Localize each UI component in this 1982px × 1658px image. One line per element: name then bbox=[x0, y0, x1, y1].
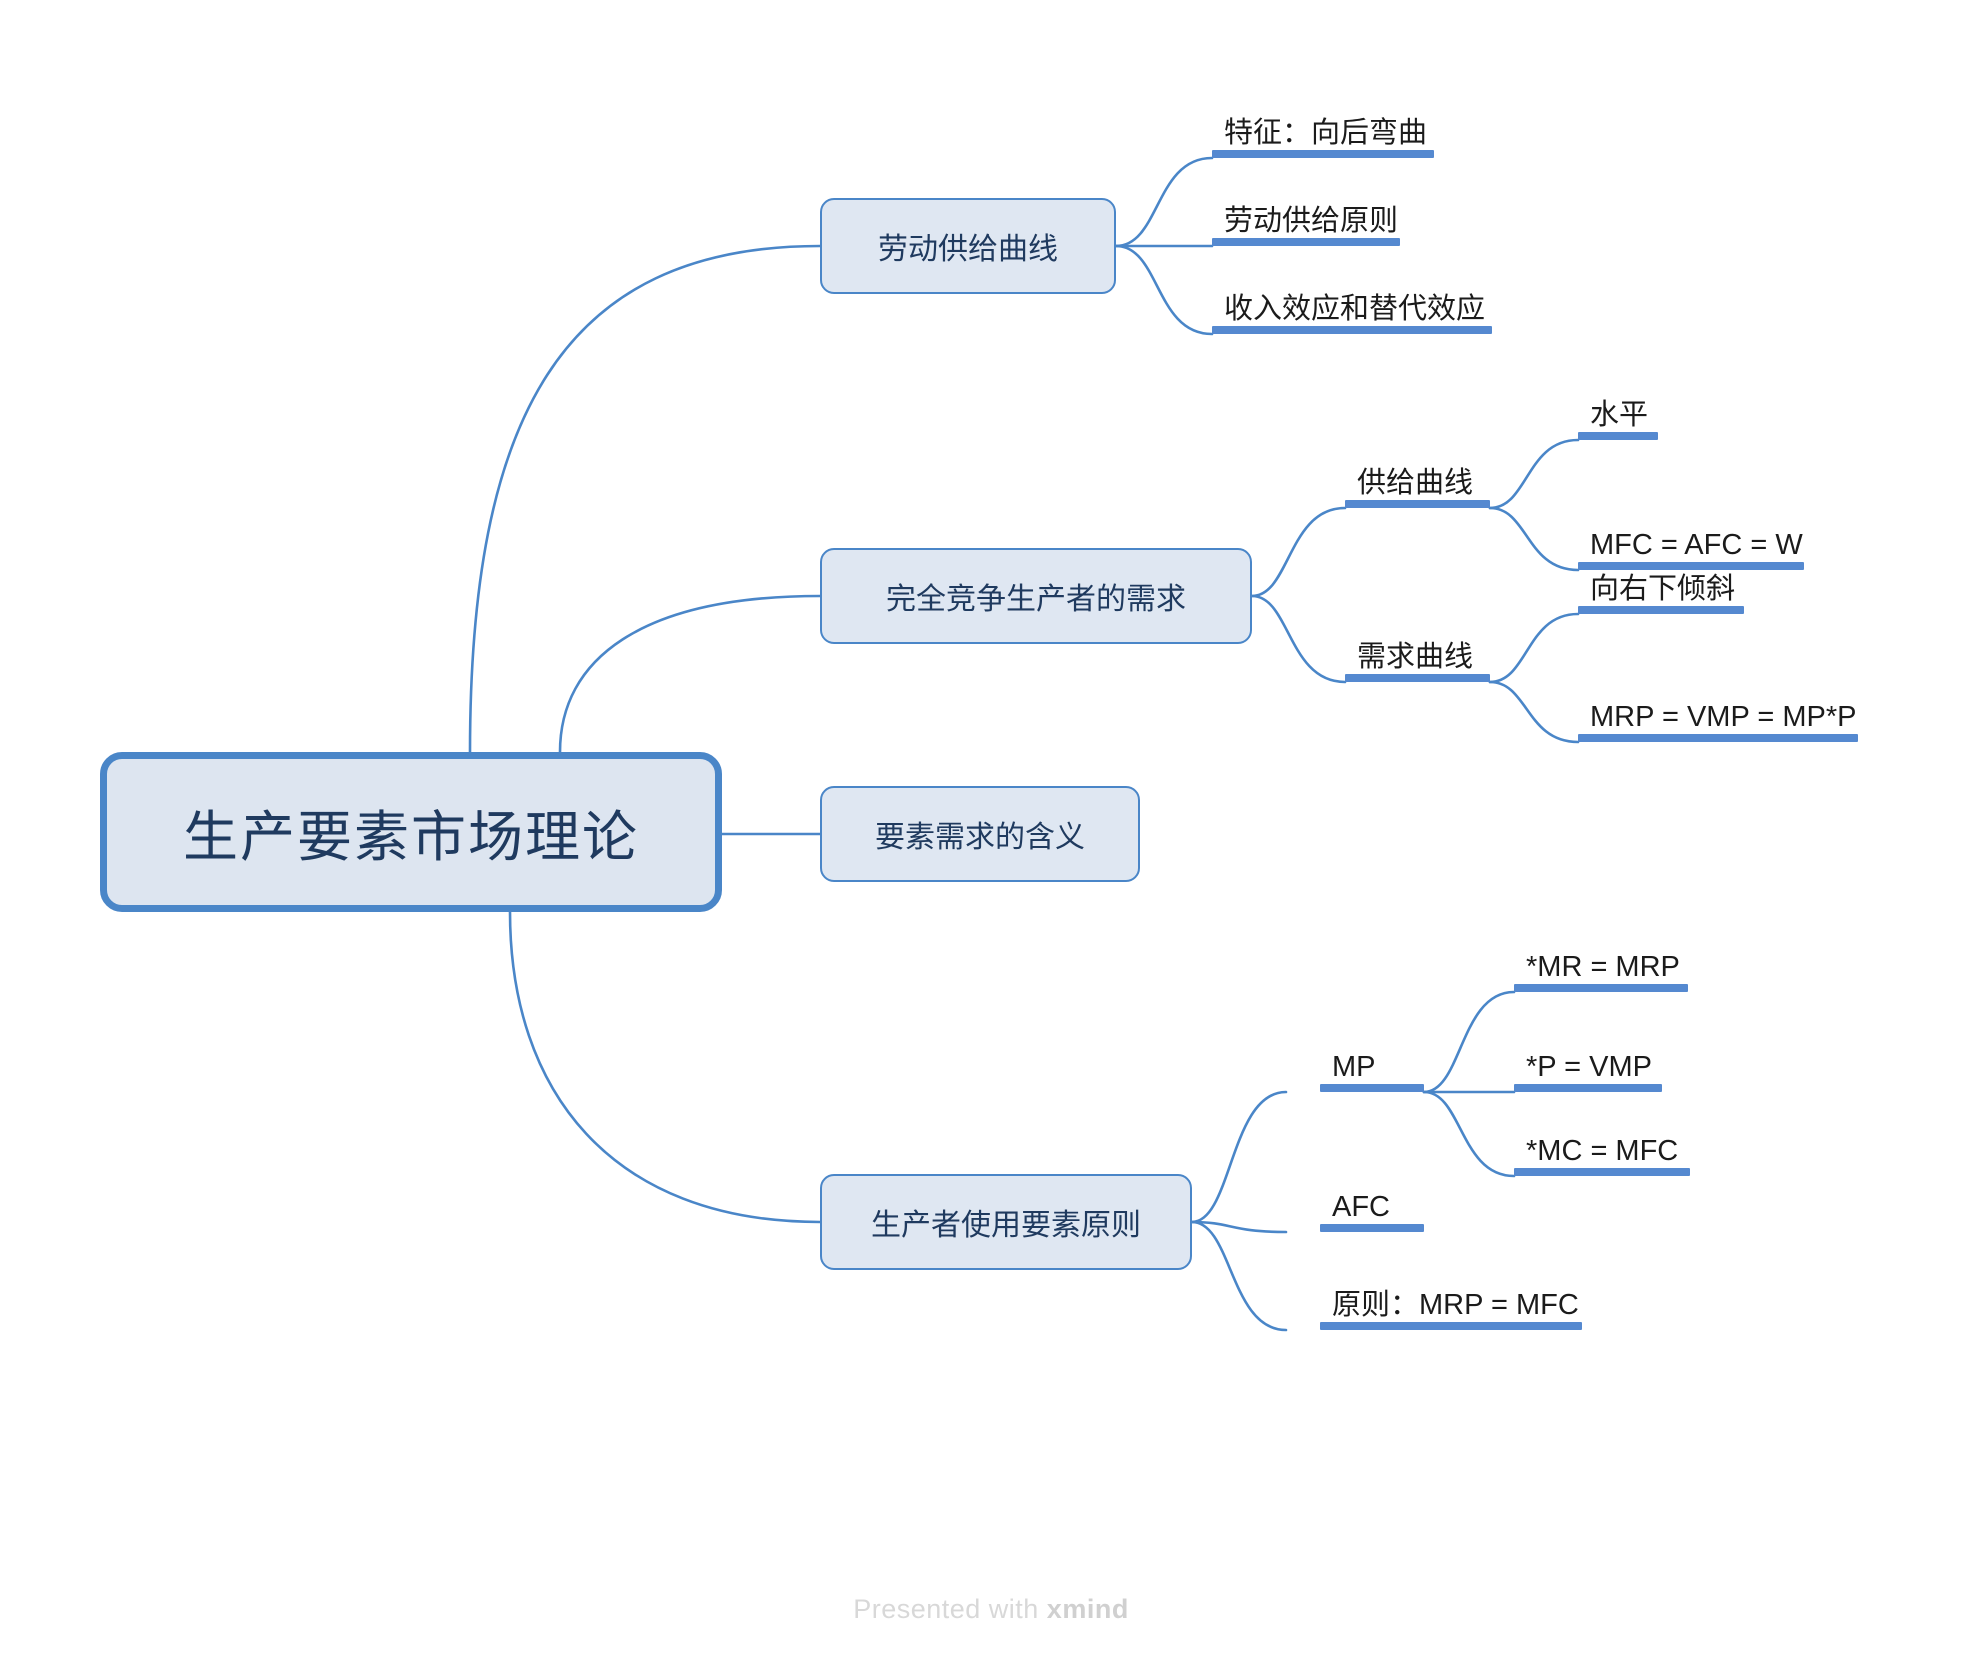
root-node[interactable]: 生产要素市场理论 bbox=[100, 752, 722, 912]
leaf-label: 特征：向后弯曲 bbox=[1224, 117, 1428, 149]
wire-b4-sub-mp bbox=[1190, 1090, 1288, 1224]
leaf-topic-mr-equals-mrp[interactable]: *MR = MRP bbox=[1514, 934, 1688, 992]
leaf-topic-downward-sloping[interactable]: 向右下倾斜 bbox=[1578, 556, 1744, 614]
root-node-label: 生产要素市场理论 bbox=[182, 806, 639, 868]
leaf-underline bbox=[1514, 1084, 1662, 1092]
leaf-underline bbox=[1578, 606, 1744, 614]
leaf-label: 原则：MRP = MFC bbox=[1332, 1289, 1579, 1321]
wire-root-to-branch-1 bbox=[468, 244, 822, 754]
leaf-topic-backward-bending[interactable]: 特征：向后弯曲 bbox=[1212, 100, 1434, 158]
leaf-topic-mp[interactable]: MP bbox=[1320, 1034, 1424, 1092]
leaf-label: 需求曲线 bbox=[1357, 641, 1474, 673]
leaf-underline bbox=[1514, 984, 1688, 992]
wire-sub2-leaf-1 bbox=[1488, 612, 1580, 684]
wire-sub1-leaf-2 bbox=[1488, 506, 1580, 572]
branch-node-label: 完全竞争生产者的需求 bbox=[886, 583, 1186, 616]
wire-b4-sub-afc bbox=[1190, 1220, 1288, 1234]
leaf-label: *MR = MRP bbox=[1526, 951, 1680, 983]
wire-sub2-leaf-2 bbox=[1488, 680, 1580, 744]
wire-b2-sub-2 bbox=[1250, 594, 1347, 684]
leaf-underline bbox=[1345, 674, 1490, 682]
leaf-topic-supply-curve[interactable]: 供给曲线 bbox=[1345, 450, 1490, 508]
leaf-topic-labor-supply-principle[interactable]: 劳动供给原则 bbox=[1212, 188, 1400, 246]
leaf-underline bbox=[1578, 432, 1658, 440]
wire-b2-sub-1 bbox=[1250, 506, 1347, 598]
watermark-prefix: Presented with bbox=[853, 1594, 1047, 1624]
leaf-topic-horizontal[interactable]: 水平 bbox=[1578, 382, 1658, 440]
wire-b1-leaf-1 bbox=[1114, 156, 1214, 248]
wire-b4-sub-rule bbox=[1190, 1220, 1288, 1332]
branch-node-perfect-competition-demand[interactable]: 完全竞争生产者的需求 bbox=[820, 548, 1252, 644]
leaf-label: 向右下倾斜 bbox=[1590, 573, 1736, 605]
leaf-topic-mrp-vmp-mpp[interactable]: MRP = VMP = MP*P bbox=[1578, 684, 1858, 742]
leaf-label: AFC bbox=[1332, 1191, 1390, 1223]
leaf-topic-rule-mrp-mfc[interactable]: 原则：MRP = MFC bbox=[1320, 1272, 1582, 1330]
leaf-topic-demand-curve[interactable]: 需求曲线 bbox=[1345, 624, 1490, 682]
wire-b1-leaf-3 bbox=[1114, 244, 1214, 336]
branch-node-label: 要素需求的含义 bbox=[875, 821, 1085, 854]
leaf-underline bbox=[1212, 326, 1492, 334]
leaf-label: MP bbox=[1332, 1051, 1376, 1083]
leaf-label: 收入效应和替代效应 bbox=[1224, 293, 1486, 325]
leaf-underline bbox=[1320, 1224, 1424, 1232]
leaf-label: *MC = MFC bbox=[1526, 1135, 1679, 1167]
leaf-topic-mfc-afc-w[interactable]: MFC = AFC = W bbox=[1578, 512, 1804, 570]
leaf-label: MFC = AFC = W bbox=[1590, 529, 1803, 561]
branch-node-label: 劳动供给曲线 bbox=[878, 233, 1058, 266]
leaf-underline bbox=[1212, 150, 1434, 158]
leaf-topic-mc-equals-mfc[interactable]: *MC = MFC bbox=[1514, 1118, 1690, 1176]
leaf-underline bbox=[1514, 1168, 1690, 1176]
leaf-topic-afc[interactable]: AFC bbox=[1320, 1174, 1424, 1232]
leaf-label: *P = VMP bbox=[1526, 1051, 1652, 1083]
leaf-underline bbox=[1212, 238, 1400, 246]
leaf-topic-income-substitution-effect[interactable]: 收入效应和替代效应 bbox=[1212, 276, 1492, 334]
leaf-label: 水平 bbox=[1590, 399, 1649, 431]
branch-node-producer-factor-rule[interactable]: 生产者使用要素原则 bbox=[820, 1174, 1192, 1270]
wire-root-to-branch-4 bbox=[508, 910, 822, 1224]
branch-node-factor-demand-meaning[interactable]: 要素需求的含义 bbox=[820, 786, 1140, 882]
branch-node-label: 生产者使用要素原则 bbox=[871, 1209, 1141, 1242]
leaf-label: 供给曲线 bbox=[1357, 467, 1474, 499]
leaf-underline bbox=[1578, 562, 1804, 570]
leaf-underline bbox=[1320, 1084, 1424, 1092]
leaf-label: 劳动供给原则 bbox=[1224, 205, 1399, 237]
wire-mp-leaf-1 bbox=[1422, 990, 1516, 1094]
wire-sub1-leaf-1 bbox=[1488, 438, 1580, 510]
watermark-brand: xmind bbox=[1046, 1594, 1129, 1624]
wire-root-to-branch-2 bbox=[558, 594, 822, 754]
leaf-label: MRP = VMP = MP*P bbox=[1590, 701, 1857, 733]
leaf-underline bbox=[1320, 1322, 1582, 1330]
branch-node-labor-supply-curve[interactable]: 劳动供给曲线 bbox=[820, 198, 1116, 294]
wire-mp-leaf-3 bbox=[1422, 1090, 1516, 1178]
leaf-underline bbox=[1345, 500, 1490, 508]
leaf-underline bbox=[1578, 734, 1858, 742]
leaf-topic-p-equals-vmp[interactable]: *P = VMP bbox=[1514, 1034, 1662, 1092]
watermark: Presented with xmind bbox=[0, 1594, 1982, 1625]
